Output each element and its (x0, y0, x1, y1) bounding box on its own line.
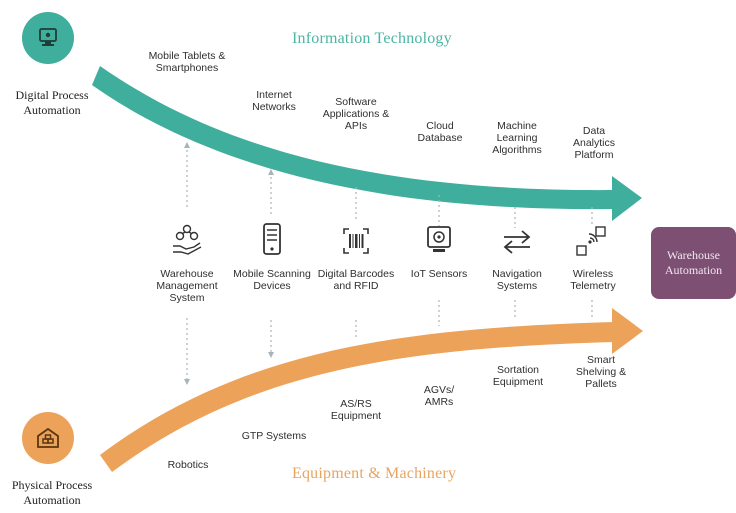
bottom-item-3: AS/RS Equipment (330, 398, 382, 422)
warehouse-automation-box: Warehouse Automation (651, 227, 736, 299)
bottom-item-5: Sortation Equipment (492, 364, 544, 388)
top-item-1: Mobile Tablets & Smartphones (148, 50, 226, 74)
digital-process-circle (22, 12, 74, 64)
top-item-3: Software Applications & APIs (322, 96, 390, 132)
bottom-item-4: AGVs/ AMRs (423, 384, 455, 408)
top-item-2: Internet Networks (252, 89, 296, 113)
physical-process-circle (22, 412, 74, 464)
computer-icon (39, 28, 57, 46)
iot-sensor-icon (427, 226, 451, 252)
it-arrow-band (92, 66, 615, 210)
navigation-arrows-icon (503, 230, 531, 254)
em-arrow-band (100, 322, 615, 472)
middle-item-label-2: Mobile Scanning Devices (233, 268, 311, 292)
it-header: Information Technology (292, 30, 452, 47)
digital-process-label: Digital Process Automation (15, 88, 89, 117)
middle-item-label-5: Navigation Systems (492, 268, 542, 292)
warehouse-automation-label: Warehouse Automation (664, 248, 723, 277)
middle-item-label-1: Warehouse Management System (156, 268, 218, 304)
warehouse-icon (37, 427, 59, 448)
middle-item-label-4: IoT Sensors (410, 268, 468, 280)
top-item-5: Machine Learning Algorithms (492, 120, 542, 156)
top-item-6: Data Analytics Platform (572, 125, 615, 161)
em-header: Equipment & Machinery (292, 465, 457, 482)
middle-item-label-3: Digital Barcodes and RFID (317, 268, 395, 292)
wireless-telemetry-icon (576, 226, 606, 256)
mobile-device-icon (263, 223, 281, 255)
bottom-item-1: Robotics (167, 459, 209, 471)
physical-process-label: Physical Process Automation (11, 478, 93, 507)
bottom-item-6: Smart Shelving & Pallets (575, 354, 627, 390)
it-arrow-head (612, 176, 642, 221)
connector-tips (184, 142, 274, 385)
middle-item-label-6: Wireless Telemetry (570, 268, 616, 292)
barcode-icon (343, 228, 369, 254)
top-item-4: Cloud Database (417, 120, 463, 144)
em-arrow-head (612, 308, 643, 354)
dotted-connectors (186, 145, 593, 382)
bottom-item-2: GTP Systems (241, 430, 307, 442)
network-hand-icon (173, 224, 202, 255)
